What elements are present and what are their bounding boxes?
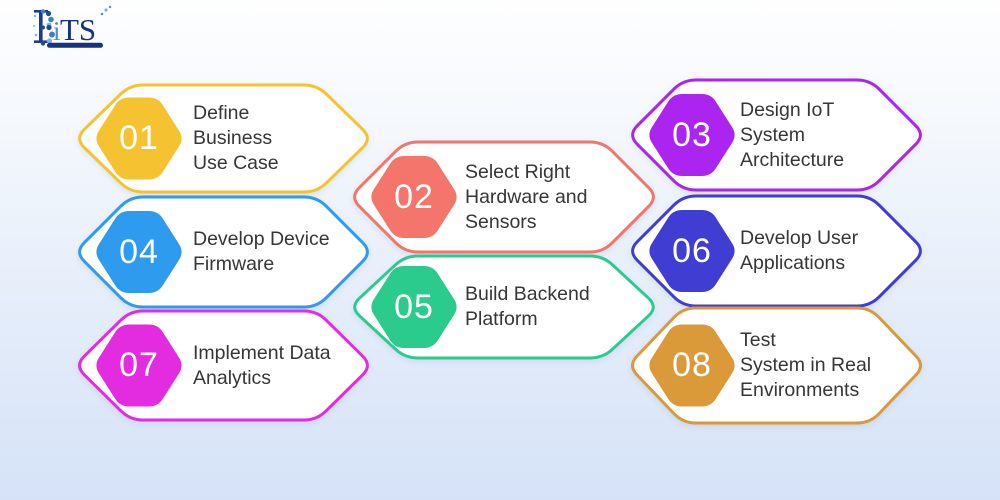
logo-b-dotted-icon <box>33 9 55 46</box>
step-card-shape <box>353 140 655 254</box>
step-card-shape <box>78 309 369 422</box>
step-label: Test System in Real Environments <box>740 329 872 401</box>
step-label: Design IoT System Architecture <box>740 98 845 171</box>
logo-letters-ts: TS <box>60 12 96 47</box>
step-card-06: 06 Develop User Applications <box>628 194 925 308</box>
step-card-shape <box>631 194 922 308</box>
step-card-07: 07 Implement Data Analytics <box>75 309 372 422</box>
bits-logo: i TS <box>33 5 112 48</box>
step-card-shape <box>78 195 369 309</box>
step-number-badge <box>96 211 182 293</box>
step-number: 08 <box>672 346 712 384</box>
step-card-05: 05 Build Backend Platform <box>350 254 658 360</box>
step-card-shape <box>631 306 922 425</box>
step-label: Implement Data Analytics <box>193 341 331 389</box>
step-card-04: 04 Develop Device Firmware <box>75 195 372 309</box>
step-label: Define Business Use Case <box>193 102 279 174</box>
step-number-badge <box>649 324 735 407</box>
step-number: 05 <box>394 287 434 326</box>
step-number-badge <box>649 94 735 176</box>
logo-sparkle-icon <box>100 5 112 16</box>
step-number: 06 <box>672 231 712 270</box>
step-card-shape <box>78 83 369 194</box>
logo-tagline-bar <box>47 42 103 48</box>
logo-letter-i: i <box>53 16 61 46</box>
step-number-badge <box>96 324 182 407</box>
step-number: 02 <box>394 177 434 216</box>
step-label: Develop Device Firmware <box>193 228 330 275</box>
step-card-08: 08 Test System in Real Environments <box>628 306 925 425</box>
step-number-badge <box>649 210 735 292</box>
step-card-01: 01 Define Business Use Case <box>75 83 372 194</box>
step-number-badge <box>371 266 457 348</box>
step-card-shape <box>631 78 922 192</box>
step-number-badge <box>96 97 182 180</box>
step-label: Select Right Hardware and Sensors <box>465 160 588 233</box>
step-number: 07 <box>119 346 159 384</box>
step-label: Develop User Applications <box>740 227 859 274</box>
step-card-03: 03 Design IoT System Architecture <box>628 78 925 192</box>
step-number-badge <box>371 156 457 238</box>
step-number: 01 <box>119 119 159 157</box>
step-label: Build Backend Platform <box>465 283 590 330</box>
step-number: 04 <box>119 232 159 271</box>
step-card-02: 02 Select Right Hardware and Sensors <box>350 140 658 254</box>
step-number: 03 <box>672 115 712 154</box>
step-card-shape <box>353 254 655 360</box>
